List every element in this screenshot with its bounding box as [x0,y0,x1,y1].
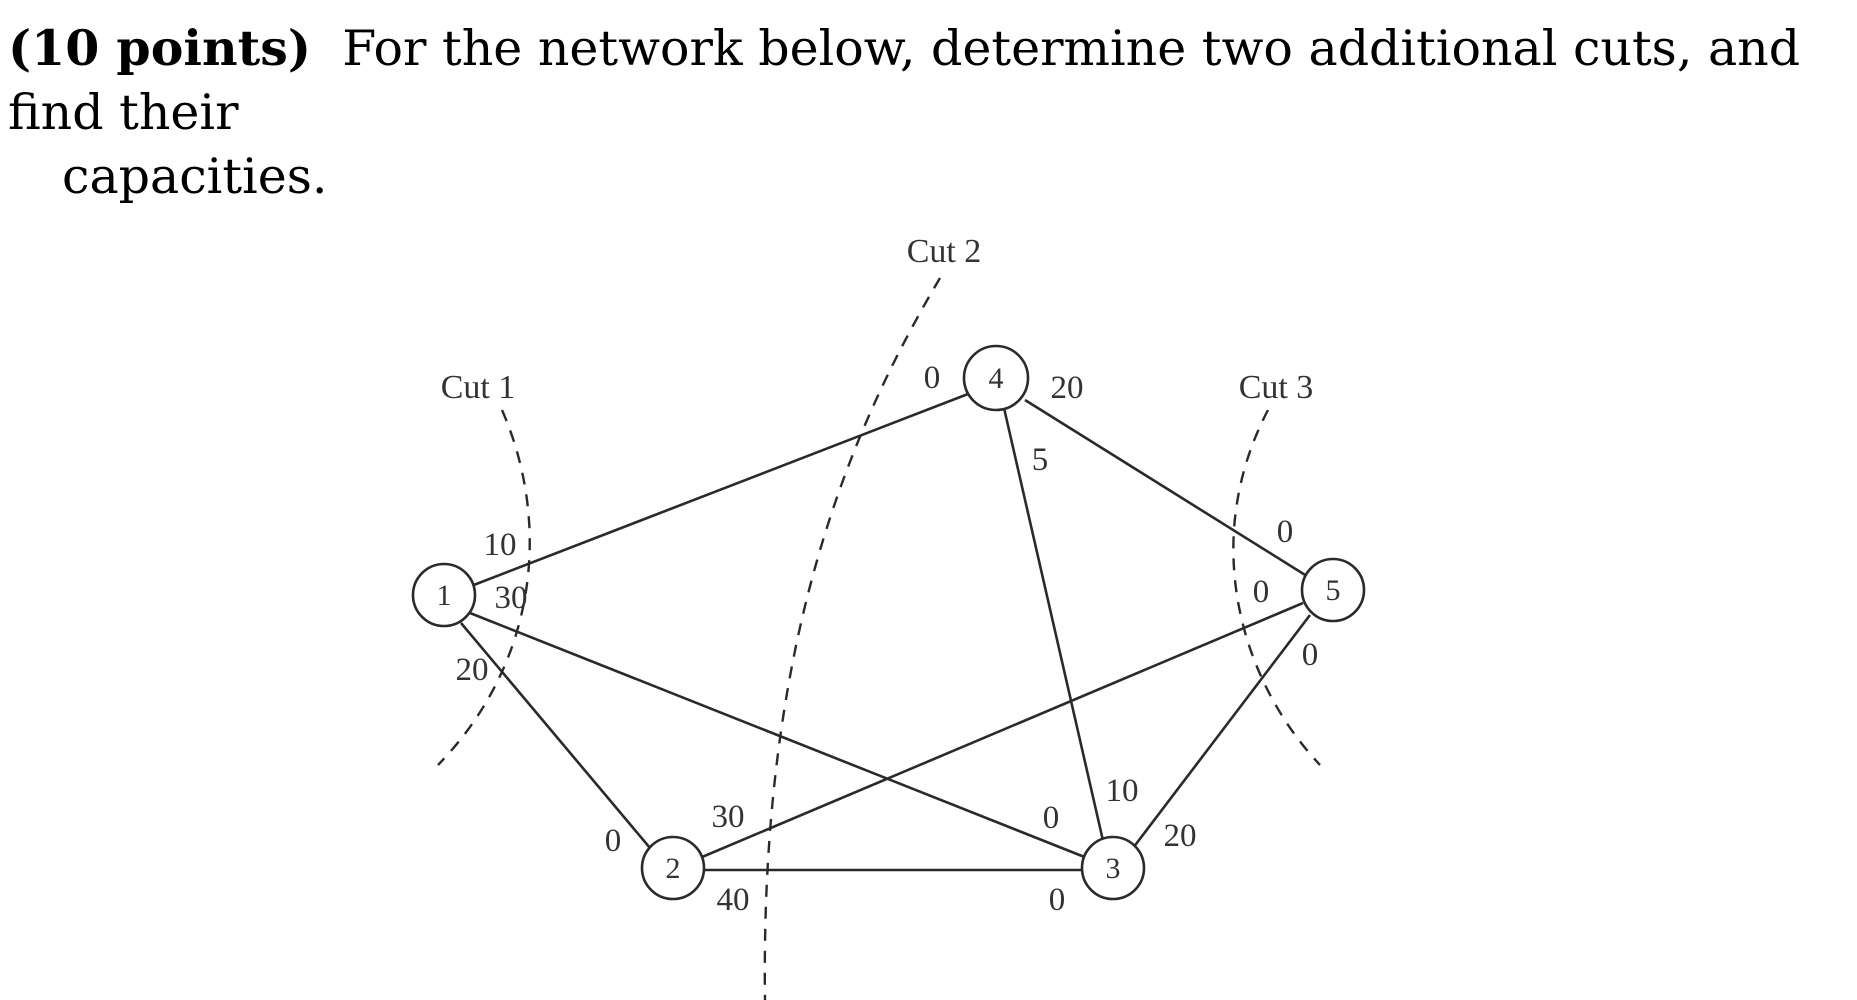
cap-2-to-5: 30 [712,799,745,835]
node-2: 2 [640,835,706,901]
node-3: 3 [1080,835,1146,901]
cap-3-to-1: 0 [1043,800,1060,836]
cap-3-to-2: 0 [1049,882,1066,918]
problem-statement: (10 points) For the network below, deter… [8,16,1848,209]
cut-2-label: Cut 2 [907,233,982,270]
node-1-circle [411,562,477,628]
cap-4-to-1: 0 [924,360,941,396]
node-2-label: 2 [666,852,681,885]
node-5-label: 5 [1326,574,1341,607]
cap-2-to-1: 0 [605,823,622,859]
cut-1-curve [437,409,531,766]
edge-4-3 [1002,407,1106,846]
edge-2-5 [694,601,1304,862]
problem-line-1: (10 points) For the network below, deter… [8,16,1848,145]
node-5: 5 [1300,557,1366,623]
cap-5-to-3: 0 [1302,637,1319,673]
cap-4-to-5: 20 [1051,370,1084,406]
edge-4-5 [1024,398,1311,580]
cut-2-curve [763,277,942,1000]
cap-1-to-3: 30 [495,580,528,616]
node-3-label: 3 [1106,852,1121,885]
edges [460,392,1312,872]
cap-1-to-4: 10 [484,527,517,563]
node-5-circle [1300,557,1366,623]
node-2-circle [640,835,706,901]
node-3-circle [1080,835,1146,901]
points-label: (10 points) [8,19,312,77]
problem-text-line-1: For the network below, determine two add… [8,20,1801,141]
cap-5-to-2: 0 [1253,574,1270,610]
cuts [437,277,1321,1000]
cut-3-curve [1232,409,1321,766]
cap-5-to-4: 0 [1277,514,1294,550]
edge-1-3 [469,611,1088,860]
edge-1-2 [460,622,651,849]
cap-3-to-4: 10 [1106,773,1139,809]
node-4-label: 4 [989,362,1004,395]
problem-line-2: capacities. [62,148,328,205]
node-1-label: 1 [437,579,452,612]
node-4: 4 [962,344,1030,412]
cut-3-label: Cut 3 [1239,369,1314,406]
cap-4-to-3: 5 [1032,442,1049,478]
cap-2-to-3: 40 [717,882,750,918]
node-1: 1 [411,562,477,628]
capacity-labels: 10 0 30 0 20 0 30 0 40 0 5 10 20 0 20 0 [456,360,1319,918]
cut-labels: Cut 1 Cut 2 Cut 3 [441,233,1314,406]
node-4-circle [962,344,1030,412]
edge-1-4 [465,392,969,590]
cap-1-to-2: 20 [456,652,489,688]
cap-3-to-5: 20 [1164,818,1197,854]
cut-1-label: Cut 1 [441,369,516,406]
edge-3-5 [1131,614,1312,849]
